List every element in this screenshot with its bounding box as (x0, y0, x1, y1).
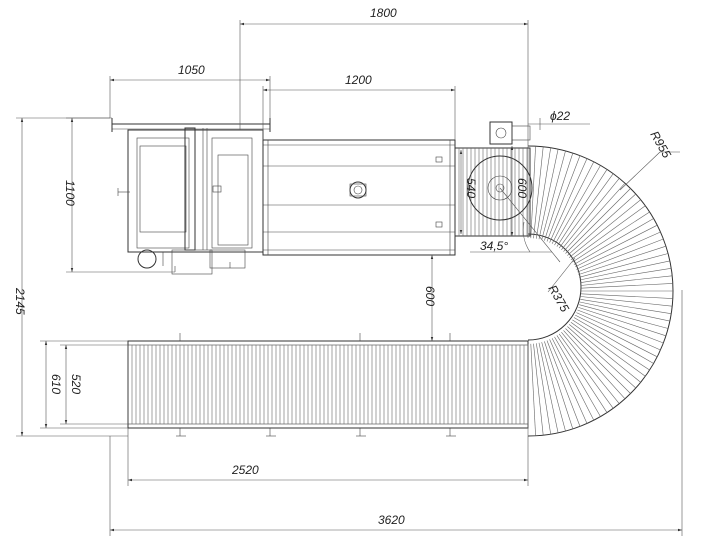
roller (575, 224, 658, 268)
roller (533, 343, 544, 436)
roller (580, 268, 672, 283)
roller (549, 339, 588, 424)
transfer-table (262, 139, 456, 256)
roller (579, 260, 670, 281)
dim-540: 540 (464, 178, 478, 198)
roller (563, 182, 626, 252)
roller (570, 321, 646, 377)
drive-pulley (467, 155, 533, 221)
dim-r375: R375 (545, 283, 572, 315)
roller (572, 319, 650, 371)
roller (536, 343, 551, 435)
roller (576, 231, 661, 270)
dim-1050: 1050 (178, 63, 205, 77)
roller (569, 324, 641, 383)
dim-3620: 3620 (378, 513, 405, 527)
roller (578, 245, 666, 275)
roller (576, 312, 661, 351)
roller (530, 343, 536, 436)
roller (567, 193, 637, 256)
roller (577, 238, 664, 273)
roller (579, 253, 669, 278)
roller (541, 342, 566, 432)
roller (530, 146, 536, 239)
upper-conveyor (454, 121, 533, 237)
drive-motor (489, 121, 531, 145)
feeder-machine (111, 118, 271, 275)
dim-520: 520 (69, 374, 83, 394)
roller (556, 335, 608, 413)
roller (580, 275, 673, 286)
roller (563, 330, 626, 400)
straight-conveyor-rollers (131, 345, 525, 424)
dimension-labels: 1800 1050 1200 2145 1100 610 520 600 540… (13, 6, 674, 527)
roller (572, 211, 650, 263)
roller (549, 158, 588, 243)
feeder-roll (137, 249, 157, 269)
dim-610: 610 (49, 374, 63, 394)
dim-2145: 2145 (13, 287, 27, 315)
roller (579, 304, 669, 329)
roller (546, 155, 581, 242)
roller (558, 173, 614, 249)
curved-conveyor (527, 145, 674, 437)
roller (541, 150, 566, 240)
dim-phi22: ϕ22 (550, 109, 570, 123)
roller (580, 293, 673, 299)
roller (556, 169, 608, 247)
dim-angle: 34,5° (480, 239, 508, 253)
straight-conveyor (127, 333, 529, 437)
roller (551, 161, 595, 244)
dimension-lines (16, 20, 683, 536)
roller (554, 336, 601, 417)
roller (565, 188, 631, 254)
roller (565, 328, 631, 394)
roller (538, 149, 559, 240)
table-center-hub (349, 181, 367, 199)
roller (544, 153, 574, 241)
roller (569, 199, 641, 258)
dim-1100: 1100 (63, 180, 77, 206)
roller (573, 218, 654, 265)
roller (533, 146, 544, 239)
roller (577, 309, 664, 344)
dim-1800: 1800 (370, 6, 397, 20)
roller (578, 307, 666, 337)
roller (573, 317, 654, 364)
roller (546, 340, 581, 427)
roller (561, 178, 620, 250)
roller (580, 283, 673, 289)
roller (551, 338, 595, 421)
dim-r955: R955 (647, 129, 674, 161)
dim-1200: 1200 (345, 73, 372, 87)
roller (538, 342, 559, 433)
roller (561, 332, 620, 404)
roller (580, 296, 673, 307)
roller (579, 301, 670, 322)
roller (554, 165, 601, 246)
dim-600-gap: 600 (423, 286, 437, 306)
roller (575, 314, 658, 358)
roller (580, 299, 672, 314)
roller (570, 205, 646, 261)
dim-600-pulley: 600 (515, 178, 529, 198)
roller (558, 333, 614, 409)
dim-2520: 2520 (231, 463, 259, 477)
roller (544, 341, 574, 429)
curved-conveyor-rollers (527, 146, 673, 436)
roller (536, 147, 551, 239)
roller (567, 326, 637, 389)
